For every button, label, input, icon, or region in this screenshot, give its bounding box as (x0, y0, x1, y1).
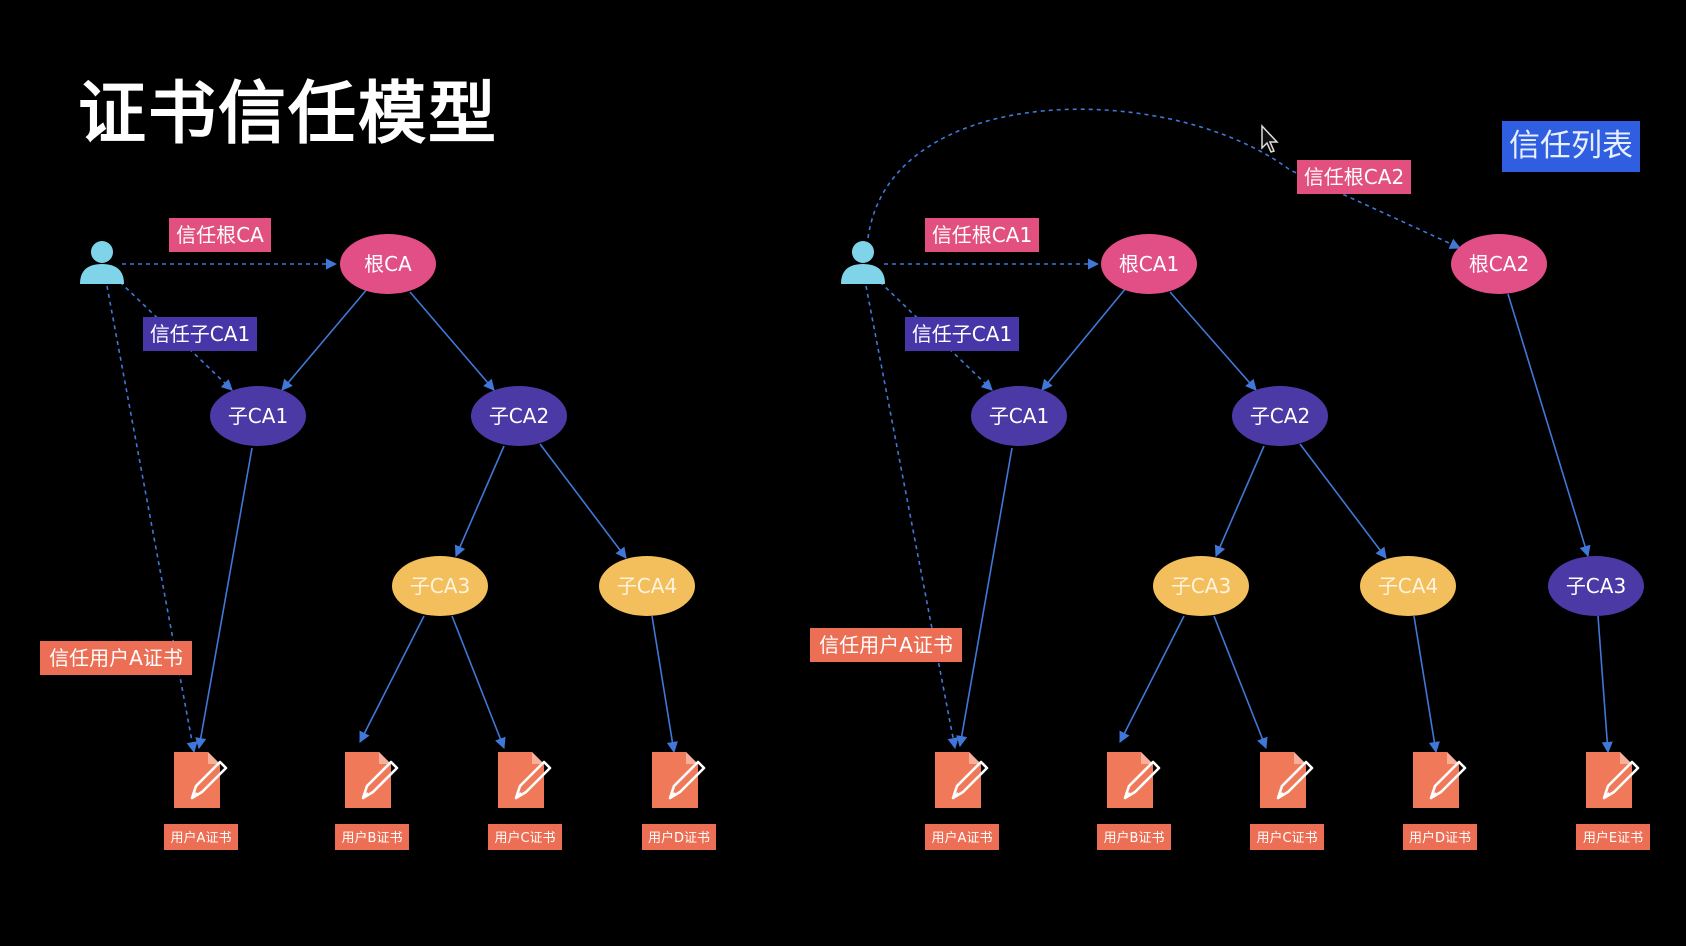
svg-text:信任子CA1: 信任子CA1 (150, 322, 250, 346)
label-trust-root-ca1: 信任根CA1 (925, 218, 1039, 252)
svg-text:子CA1: 子CA1 (989, 404, 1049, 428)
svg-text:子CA4: 子CA4 (617, 574, 677, 598)
svg-text:信任根CA2: 信任根CA2 (1304, 165, 1404, 189)
edge (539, 443, 627, 559)
svg-text:子CA3: 子CA3 (1566, 574, 1626, 598)
node-sub-ca3: 子CA3 (392, 556, 488, 616)
edge (1214, 445, 1265, 558)
svg-text:信任子CA1: 信任子CA1 (912, 322, 1012, 346)
certificate-icon (1105, 750, 1161, 810)
svg-text:根CA1: 根CA1 (1119, 252, 1179, 276)
edge (1299, 443, 1387, 559)
cert-user-c: 用户C证书 (1250, 750, 1324, 850)
svg-text:根CA: 根CA (364, 252, 412, 276)
node-sub-ca4: 子CA4 (1360, 556, 1456, 616)
certificate-icon (343, 750, 399, 810)
node-sub-ca3-root2: 子CA3 (1548, 556, 1644, 616)
svg-text:信任用户A证书: 信任用户A证书 (819, 633, 953, 657)
user-icon (841, 241, 885, 284)
svg-text:子CA4: 子CA4 (1378, 574, 1438, 598)
svg-text:用户D证书: 用户D证书 (1409, 830, 1471, 846)
edge (1169, 291, 1257, 391)
cert-user-d: 用户D证书 (1403, 750, 1477, 850)
label-trust-sub-ca1: 信任子CA1 (905, 317, 1019, 351)
svg-text:用户C证书: 用户C证书 (494, 830, 555, 846)
edge (651, 615, 678, 754)
label-trust-user-a: 信任用户A证书 (40, 641, 192, 675)
cert-user-b: 用户B证书 (335, 750, 409, 850)
cert-user-a: 用户A证书 (925, 750, 999, 850)
label-trust-sub-ca1: 信任子CA1 (143, 317, 257, 351)
edge (867, 108, 1462, 249)
edge (281, 287, 369, 391)
node-sub-ca3: 子CA3 (1153, 556, 1249, 616)
label-trust-user-a: 信任用户A证书 (810, 628, 962, 662)
certificate-icon (933, 750, 989, 810)
edge (106, 285, 198, 754)
svg-text:用户A证书: 用户A证书 (932, 830, 993, 846)
node-root-ca2: 根CA2 (1451, 234, 1547, 294)
edge (454, 445, 505, 558)
edge (1507, 293, 1591, 558)
right-diagram: 根CA1 根CA2 子CA1 子CA2 子CA3 子CA4 子CA3 信任根 (810, 108, 1650, 850)
certificate-icon (1584, 750, 1640, 810)
svg-text:用户C证书: 用户C证书 (1256, 830, 1317, 846)
certificate-icon (496, 750, 552, 810)
edge (956, 447, 1013, 748)
trust-list-badge: 信任列表 (1502, 121, 1640, 172)
node-sub-ca1: 子CA1 (210, 386, 306, 446)
node-root-ca: 根CA (340, 234, 436, 294)
svg-text:用户D证书: 用户D证书 (648, 830, 710, 846)
cert-user-a: 用户A证书 (164, 750, 238, 850)
svg-text:用户E证书: 用户E证书 (1583, 830, 1643, 846)
svg-text:用户B证书: 用户B证书 (342, 830, 403, 846)
edge (1041, 287, 1127, 391)
mouse-cursor-icon (1261, 124, 1279, 153)
left-diagram: 根CA 子CA1 子CA2 子CA3 子CA4 信任根CA 信任子CA1 (40, 218, 716, 850)
user-icon (80, 241, 124, 284)
edge (195, 447, 253, 750)
svg-text:子CA3: 子CA3 (410, 574, 470, 598)
svg-text:子CA2: 子CA2 (1250, 404, 1310, 428)
svg-text:用户B证书: 用户B证书 (1104, 830, 1165, 846)
label-trust-root-ca2: 信任根CA2 (1297, 160, 1411, 194)
node-sub-ca4: 子CA4 (599, 556, 695, 616)
svg-text:根CA2: 根CA2 (1469, 252, 1529, 276)
cert-user-c: 用户C证书 (488, 750, 562, 850)
certificate-icon (650, 750, 706, 810)
edge (451, 615, 506, 750)
svg-text:子CA3: 子CA3 (1171, 574, 1231, 598)
label-trust-root: 信任根CA (169, 218, 271, 252)
node-sub-ca2: 子CA2 (1232, 386, 1328, 446)
svg-text:用户A证书: 用户A证书 (171, 830, 232, 846)
certificate-icon (172, 750, 228, 810)
svg-text:信任用户A证书: 信任用户A证书 (49, 646, 183, 670)
svg-text:信任根CA: 信任根CA (176, 223, 264, 247)
cert-user-d: 用户D证书 (642, 750, 716, 850)
certificate-icon (1258, 750, 1314, 810)
edge (879, 281, 993, 391)
edge (1413, 615, 1440, 754)
node-sub-ca1: 子CA1 (971, 386, 1067, 446)
svg-text:子CA1: 子CA1 (228, 404, 288, 428)
edge (119, 281, 233, 391)
edge (1597, 615, 1613, 754)
edge (409, 291, 495, 391)
node-sub-ca2: 子CA2 (471, 386, 567, 446)
edge (359, 615, 425, 743)
svg-text:信任根CA1: 信任根CA1 (932, 223, 1032, 247)
cert-user-e: 用户E证书 (1576, 750, 1650, 850)
edge (1119, 615, 1185, 743)
cert-user-b: 用户B证书 (1097, 750, 1171, 850)
edge (865, 285, 959, 750)
certificate-icon (1411, 750, 1467, 810)
edge (1213, 615, 1268, 750)
node-root-ca1: 根CA1 (1101, 234, 1197, 294)
svg-text:子CA2: 子CA2 (489, 404, 549, 428)
page-title: 证书信任模型 (78, 75, 499, 154)
